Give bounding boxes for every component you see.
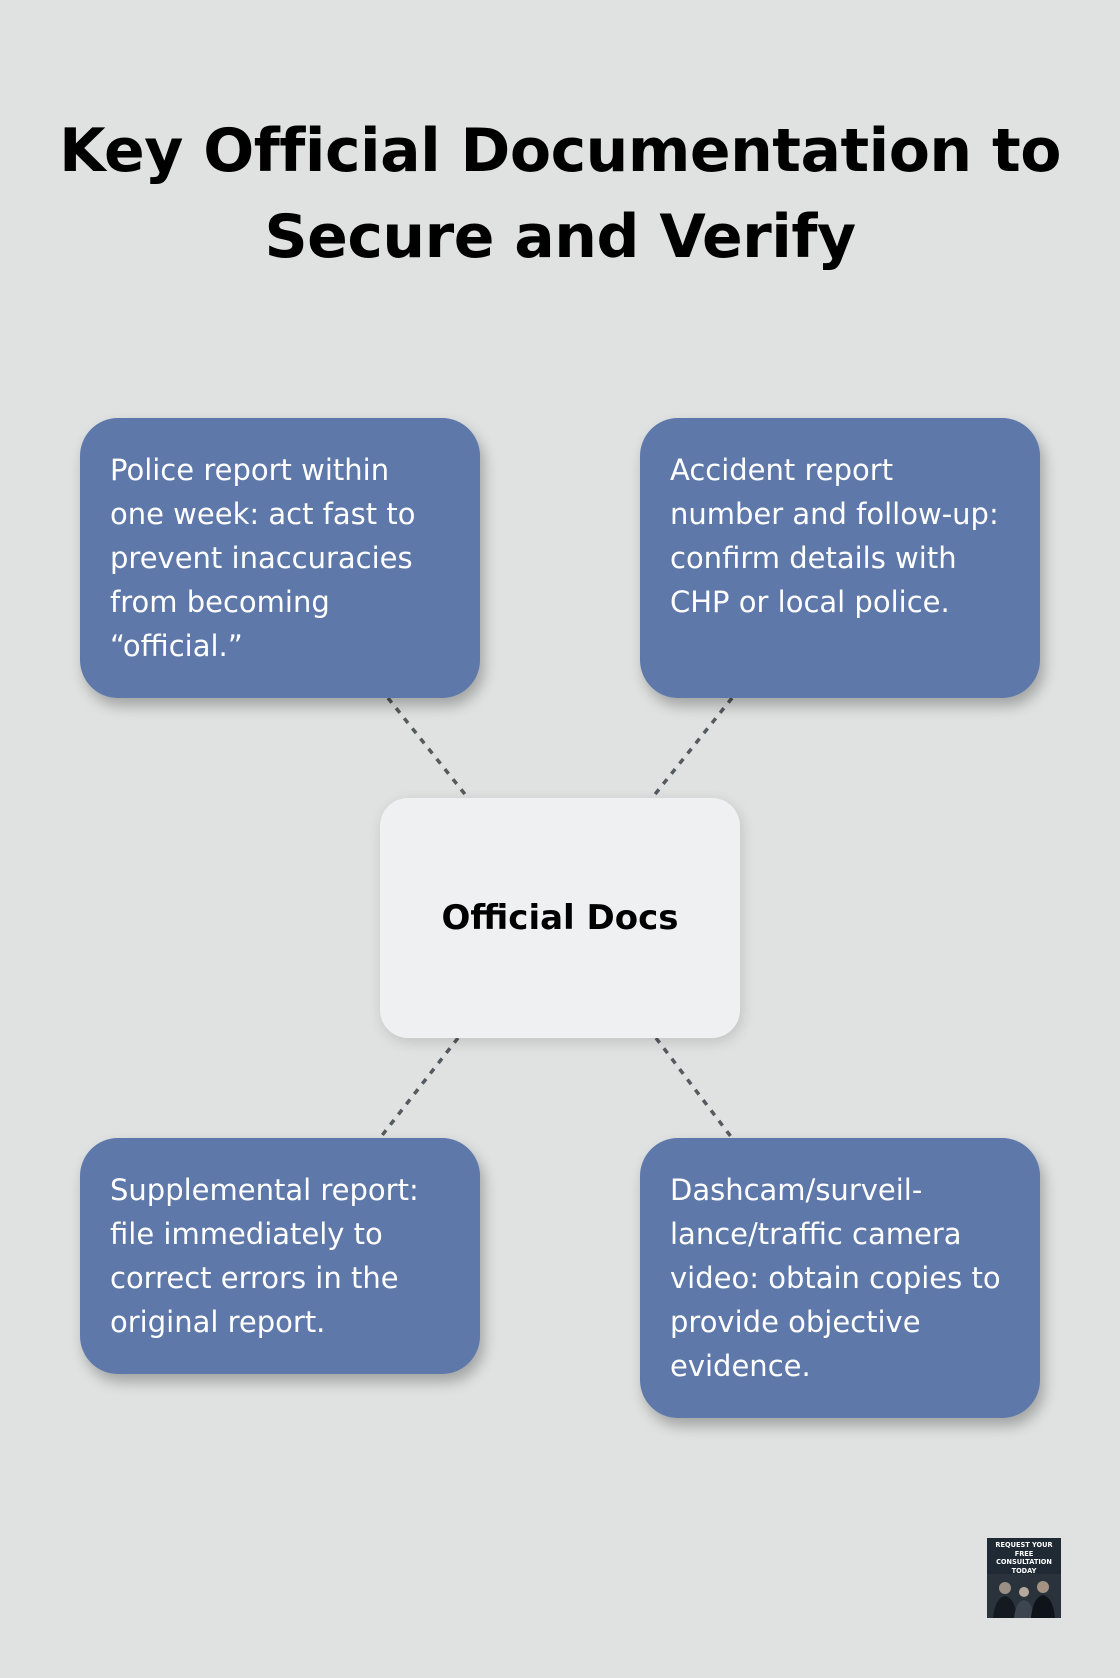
center-node-label: Official Docs <box>441 898 678 938</box>
badge-text: REQUEST YOUR FREE CONSULTATION TODAY <box>989 1541 1059 1575</box>
connector-bottom-left <box>380 1038 458 1138</box>
node-supplemental-report: Supplemental report: file immediately to… <box>80 1138 480 1374</box>
connector-bottom-right <box>656 1038 732 1138</box>
people-photo-icon <box>987 1574 1061 1618</box>
node-camera-video: Dashcam/surveil-lance/traffic camera vid… <box>640 1138 1040 1418</box>
consultation-badge[interactable]: REQUEST YOUR FREE CONSULTATION TODAY <box>987 1538 1061 1618</box>
connector-top-right <box>652 698 732 798</box>
center-node: Official Docs <box>380 798 740 1038</box>
node-police-report: Police report within one week: act fast … <box>80 418 480 698</box>
connector-top-left <box>388 698 468 798</box>
node-accident-report-number: Accident report number and follow-up: co… <box>640 418 1040 698</box>
